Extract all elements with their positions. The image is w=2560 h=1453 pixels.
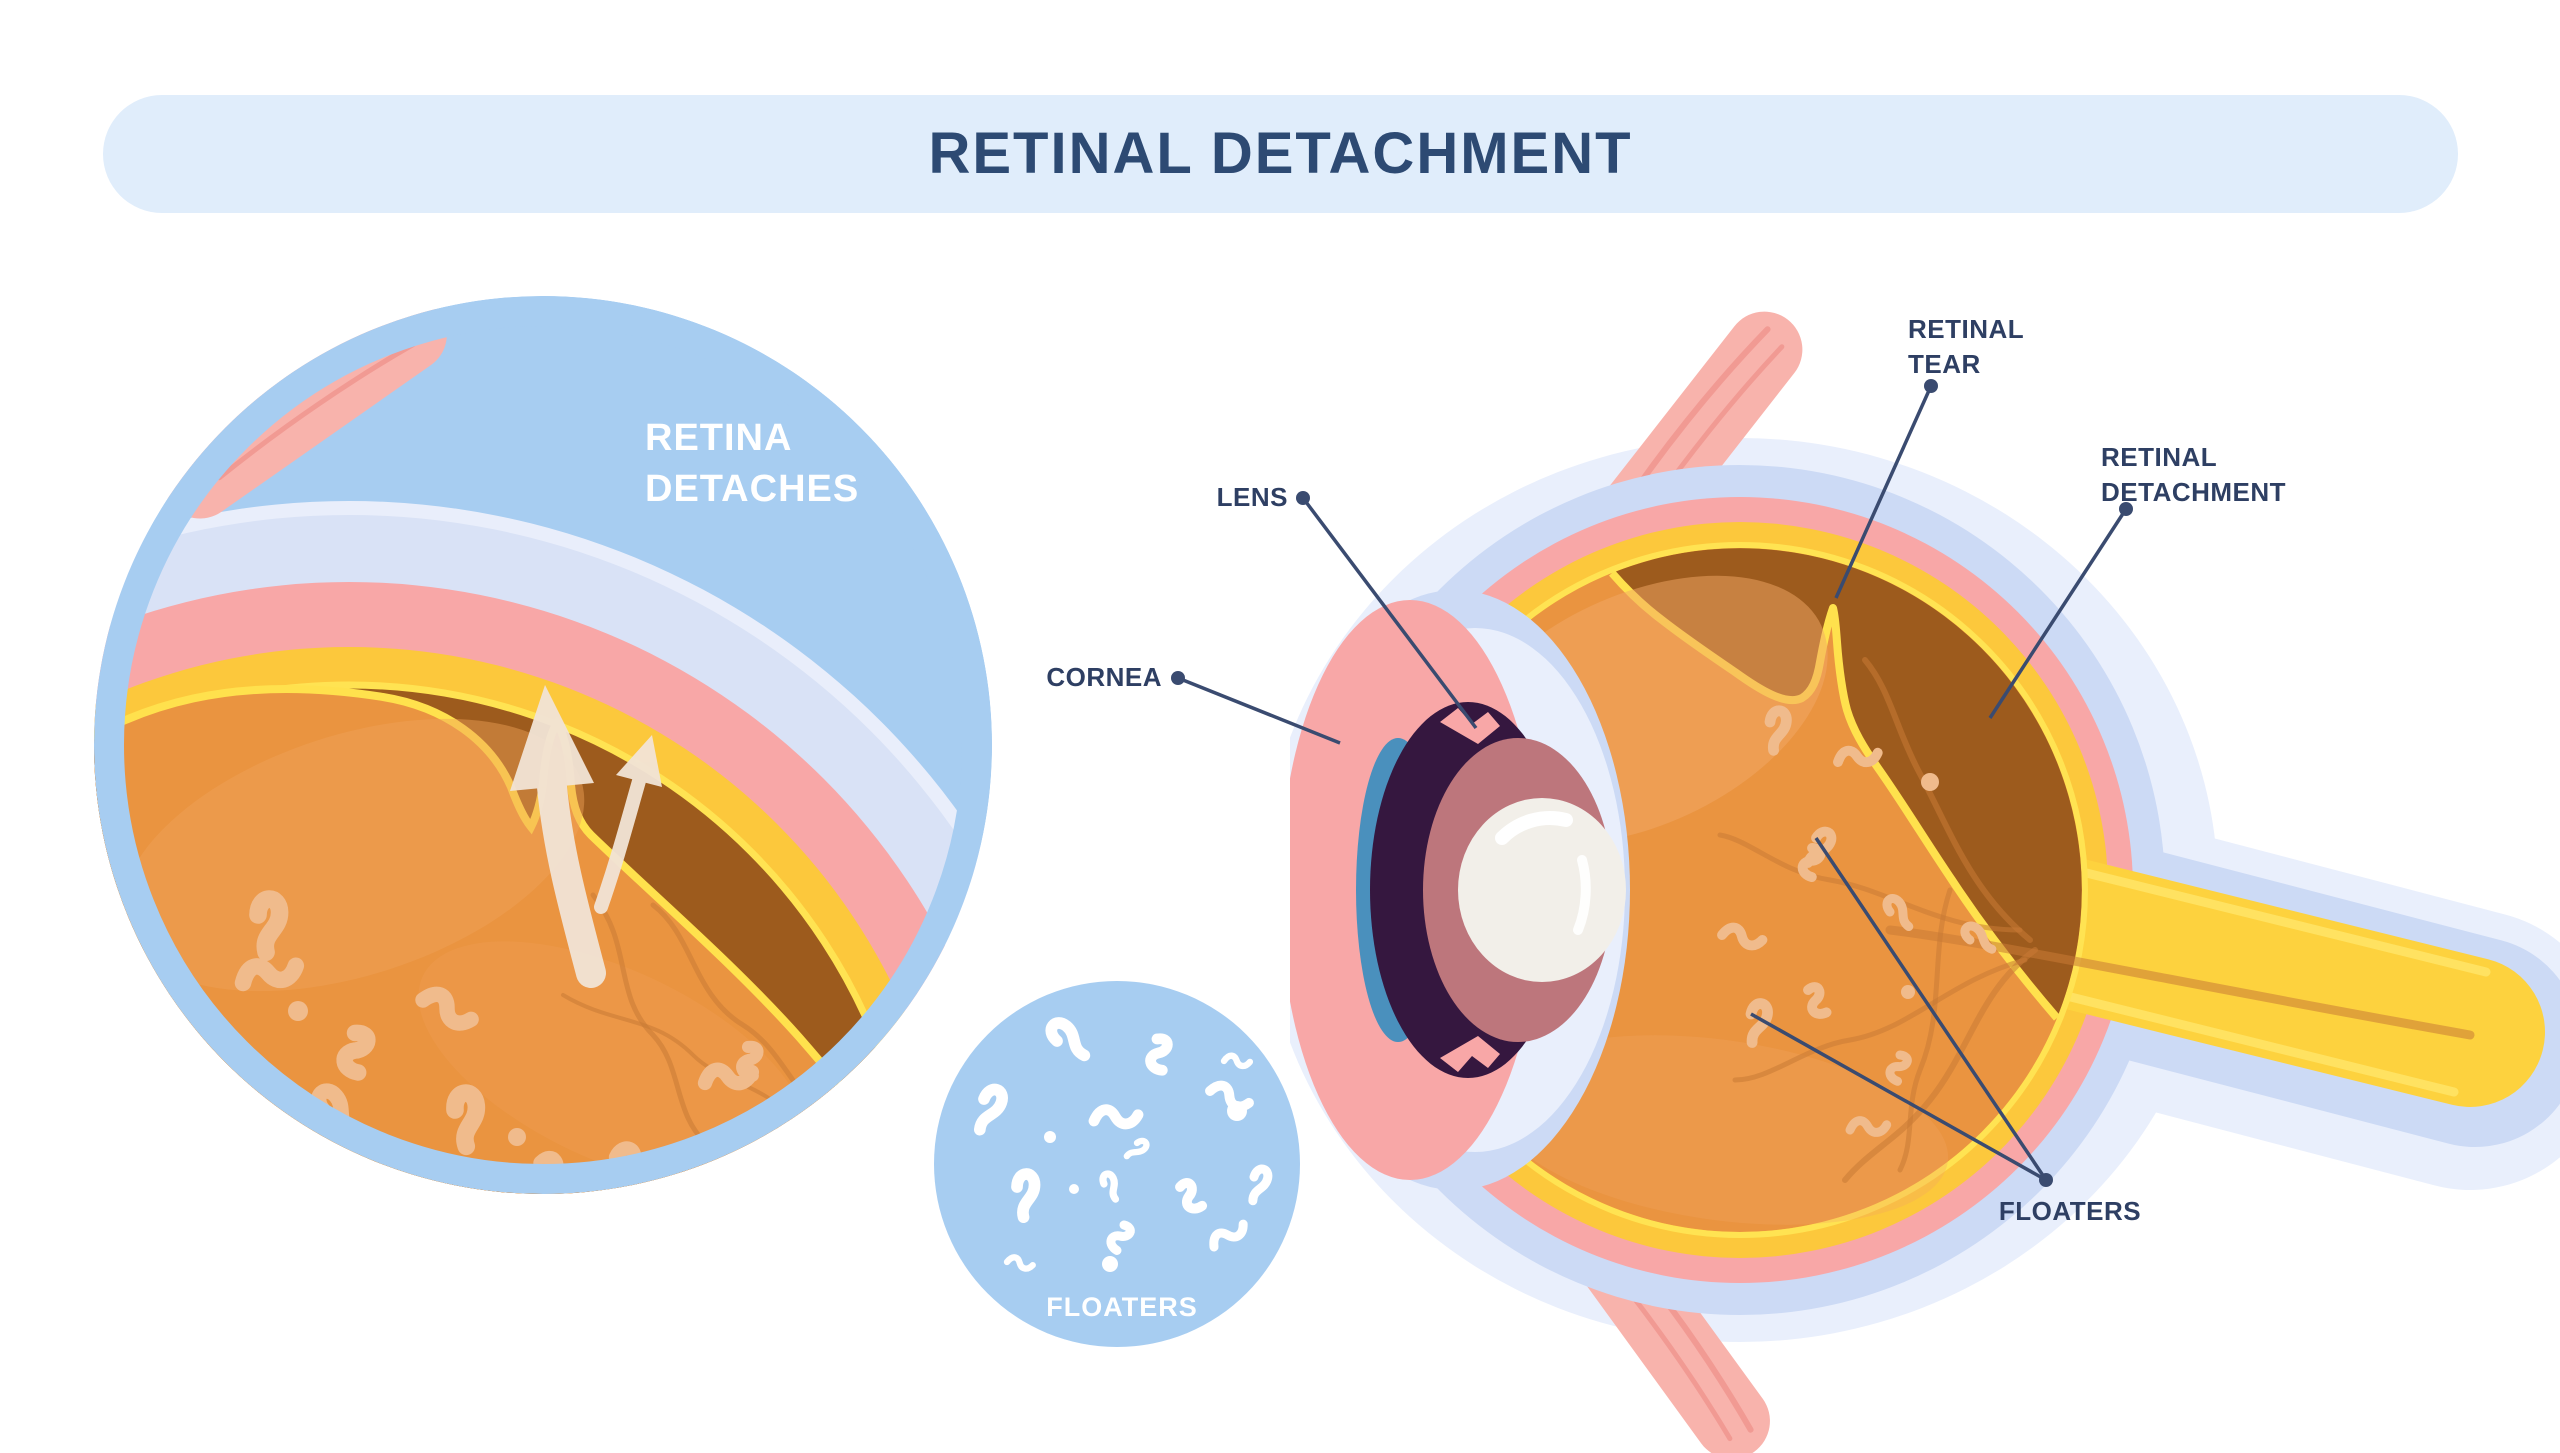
floaters-inset-circle <box>934 981 1300 1347</box>
label-retinal-detachment: RETINAL DETACHMENT <box>2101 442 2287 507</box>
eye-cross-section-illustration <box>1290 311 2560 1453</box>
cornea-dot <box>1171 671 1185 685</box>
vitreous-floaters <box>240 897 760 1195</box>
label-lens: LENS <box>1216 482 1288 512</box>
floaters-inset-illustration <box>934 981 1300 1347</box>
magnified-view-caption: RETINA DETACHES <box>645 413 859 515</box>
caption-line-1: RETINA <box>645 417 793 459</box>
magnified-eye-illustration <box>94 296 992 1195</box>
caption-line-2: DETACHES <box>645 468 860 510</box>
anterior-segment <box>1290 590 1630 1190</box>
page-title: RETINAL DETACHMENT <box>928 121 1633 186</box>
label-cornea: CORNEA <box>1046 662 1162 692</box>
circle-rim <box>94 296 992 1194</box>
label-floaters: FLOATERS <box>1998 1196 2142 1226</box>
label-retinal-tear: RETINAL TEAR <box>1908 314 2025 379</box>
title-banner <box>103 95 2458 213</box>
floater-shapes <box>969 1019 1270 1272</box>
floaters-inset-label: FLOATERS <box>1046 1292 1198 1322</box>
fluid-flow-arrows <box>510 685 662 988</box>
lens <box>1458 798 1626 982</box>
